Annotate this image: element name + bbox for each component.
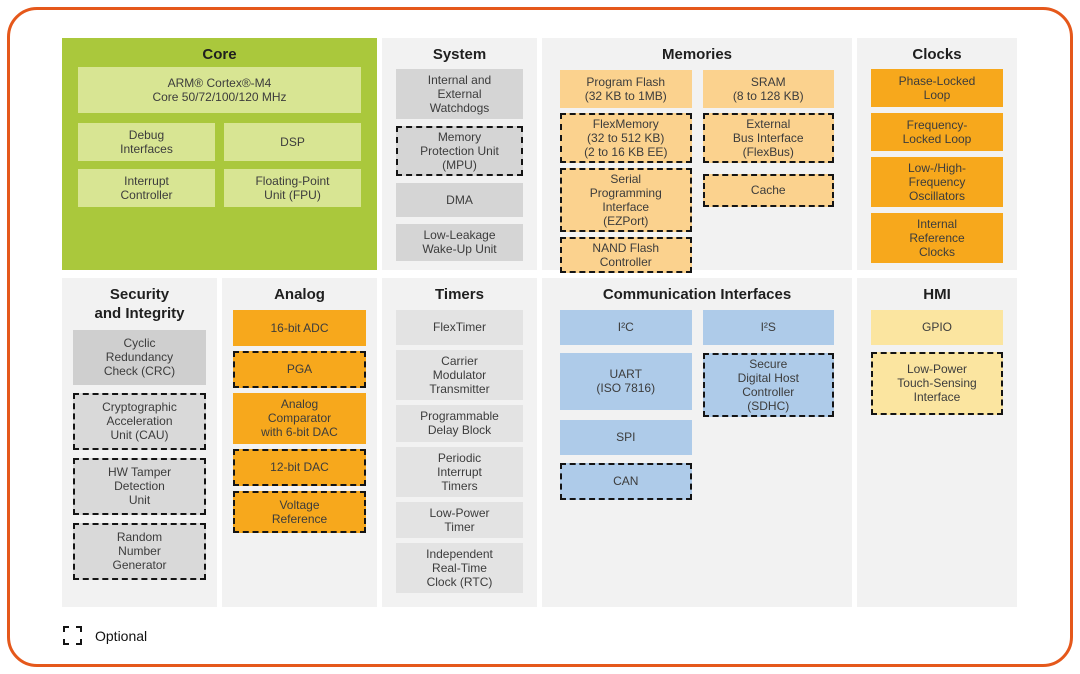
legend-optional-label: Optional bbox=[95, 627, 148, 644]
section-memories: Memories Program Flash (32 KB to 1MB) Fl… bbox=[542, 38, 852, 274]
block-periodic-interrupt-timers: Periodic Interrupt Timers bbox=[396, 446, 523, 497]
block-memory-protection-unit: Memory Protection Unit (MPU) bbox=[396, 125, 523, 176]
section-timers: Timers FlexTimer Carrier Modulator Trans… bbox=[382, 278, 537, 607]
block-cau: Cryptographic Acceleration Unit (CAU) bbox=[73, 392, 206, 450]
block-phase-locked-loop: Phase-Locked Loop bbox=[871, 68, 1003, 107]
block-touch-sensing-interface: Low-Power Touch-Sensing Interface bbox=[871, 351, 1003, 415]
section-title-timers: Timers bbox=[435, 286, 484, 303]
block-cache: Cache bbox=[702, 173, 834, 207]
block-debug-interfaces: Debug Interfaces bbox=[78, 122, 215, 161]
section-hmi: HMI GPIO Low-Power Touch-Sensing Interfa… bbox=[857, 278, 1017, 607]
section-security: Security and Integrity Cyclic Redundancy… bbox=[62, 278, 217, 607]
security-items: Cyclic Redundancy Check (CRC) Cryptograp… bbox=[62, 324, 217, 580]
block-16bit-adc: 16-bit ADC bbox=[233, 309, 366, 346]
block-sdhc: Secure Digital Host Controller (SDHC) bbox=[702, 352, 834, 417]
block-voltage-reference: Voltage Reference bbox=[233, 490, 366, 533]
section-core: Core ARM® Cortex®-M4 Core 50/72/100/120 … bbox=[62, 38, 377, 270]
section-title-hmi: HMI bbox=[923, 286, 951, 303]
block-pga: PGA bbox=[233, 350, 366, 388]
block-i2s: I²S bbox=[702, 309, 834, 345]
block-internal-reference-clocks: Internal Reference Clocks bbox=[871, 212, 1003, 263]
section-analog: Analog 16-bit ADC PGA Analog Comparator … bbox=[222, 278, 377, 607]
hmi-items: GPIO Low-Power Touch-Sensing Interface bbox=[857, 305, 1017, 415]
block-i2c: I²C bbox=[560, 309, 692, 345]
block-programmable-delay-block: Programmable Delay Block bbox=[396, 404, 523, 442]
block-interrupt-controller: Interrupt Controller bbox=[78, 168, 215, 207]
analog-items: 16-bit ADC PGA Analog Comparator with 6-… bbox=[222, 305, 377, 533]
block-dsp: DSP bbox=[224, 122, 361, 161]
block-flextimer: FlexTimer bbox=[396, 309, 523, 345]
system-items: Internal and External Watchdogs Memory P… bbox=[382, 65, 537, 261]
section-system: System Internal and External Watchdogs M… bbox=[382, 38, 537, 270]
timers-items: FlexTimer Carrier Modulator Transmitter … bbox=[382, 305, 537, 594]
block-crc: Cyclic Redundancy Check (CRC) bbox=[73, 329, 206, 385]
block-dma: DMA bbox=[396, 182, 523, 217]
block-gpio: GPIO bbox=[871, 309, 1003, 345]
optional-dashed-box-icon bbox=[63, 626, 82, 645]
block-arm-cortex-m4: ARM® Cortex®-M4 Core 50/72/100/120 MHz bbox=[78, 66, 361, 113]
block-program-flash: Program Flash (32 KB to 1MB) bbox=[560, 69, 692, 108]
diagram-grid: Core ARM® Cortex®-M4 Core 50/72/100/120 … bbox=[62, 38, 1017, 607]
block-carrier-modulator-transmitter: Carrier Modulator Transmitter bbox=[396, 349, 523, 400]
section-title-clocks: Clocks bbox=[912, 46, 962, 63]
block-watchdogs: Internal and External Watchdogs bbox=[396, 68, 523, 119]
section-communication: Communication Interfaces I²C UART (ISO 7… bbox=[542, 278, 852, 607]
section-title-core: Core bbox=[202, 46, 237, 63]
core-items: ARM® Cortex®-M4 Core 50/72/100/120 MHz D… bbox=[62, 65, 377, 207]
block-can: CAN bbox=[560, 462, 692, 500]
section-clocks: Clocks Phase-Locked Loop Frequency- Lock… bbox=[857, 38, 1017, 270]
legend-optional: Optional bbox=[63, 626, 147, 645]
block-spi: SPI bbox=[560, 419, 692, 455]
block-flexbus: External Bus Interface (FlexBus) bbox=[702, 112, 834, 163]
block-hw-tamper-detection: HW Tamper Detection Unit bbox=[73, 457, 206, 515]
block-sram: SRAM (8 to 128 KB) bbox=[702, 69, 834, 108]
section-title-analog: Analog bbox=[274, 286, 325, 303]
communication-left-column: I²C UART (ISO 7816) SPI CAN bbox=[560, 309, 692, 500]
clocks-items: Phase-Locked Loop Frequency- Locked Loop… bbox=[857, 65, 1017, 263]
block-flexmemory: FlexMemory (32 to 512 KB) (2 to 16 KB EE… bbox=[560, 112, 692, 163]
block-nand-flash-controller: NAND Flash Controller bbox=[560, 236, 692, 274]
block-frequency-locked-loop: Frequency- Locked Loop bbox=[871, 112, 1003, 151]
section-title-system: System bbox=[432, 46, 487, 63]
memories-columns: Program Flash (32 KB to 1MB) FlexMemory … bbox=[542, 65, 852, 274]
block-rtc: Independent Real-Time Clock (RTC) bbox=[396, 543, 523, 594]
block-uart: UART (ISO 7816) bbox=[560, 352, 692, 410]
block-low-leakage-wakeup-unit: Low-Leakage Wake-Up Unit bbox=[396, 223, 523, 261]
block-oscillators: Low-/High- Frequency Oscillators bbox=[871, 156, 1003, 207]
section-title-security: Security and Integrity bbox=[94, 286, 185, 322]
memories-left-column: Program Flash (32 KB to 1MB) FlexMemory … bbox=[560, 69, 692, 274]
block-ezport: Serial Programming Interface (EZPort) bbox=[560, 167, 692, 232]
memories-right-column: SRAM (8 to 128 KB) External Bus Interfac… bbox=[702, 69, 834, 273]
communication-right-column: I²S Secure Digital Host Controller (SDHC… bbox=[702, 309, 834, 500]
communication-columns: I²C UART (ISO 7816) SPI CAN I²S Secure D… bbox=[542, 305, 852, 500]
section-title-communication: Communication Interfaces bbox=[602, 286, 792, 303]
block-analog-comparator: Analog Comparator with 6-bit DAC bbox=[233, 392, 366, 444]
block-random-number-generator: Random Number Generator bbox=[73, 522, 206, 580]
block-floating-point-unit: Floating-Point Unit (FPU) bbox=[224, 168, 361, 207]
core-subgrid: Debug Interfaces DSP Interrupt Controlle… bbox=[78, 122, 361, 207]
block-12bit-dac: 12-bit DAC bbox=[233, 448, 366, 486]
section-title-memories: Memories bbox=[661, 46, 733, 63]
block-low-power-timer: Low-Power Timer bbox=[396, 501, 523, 538]
